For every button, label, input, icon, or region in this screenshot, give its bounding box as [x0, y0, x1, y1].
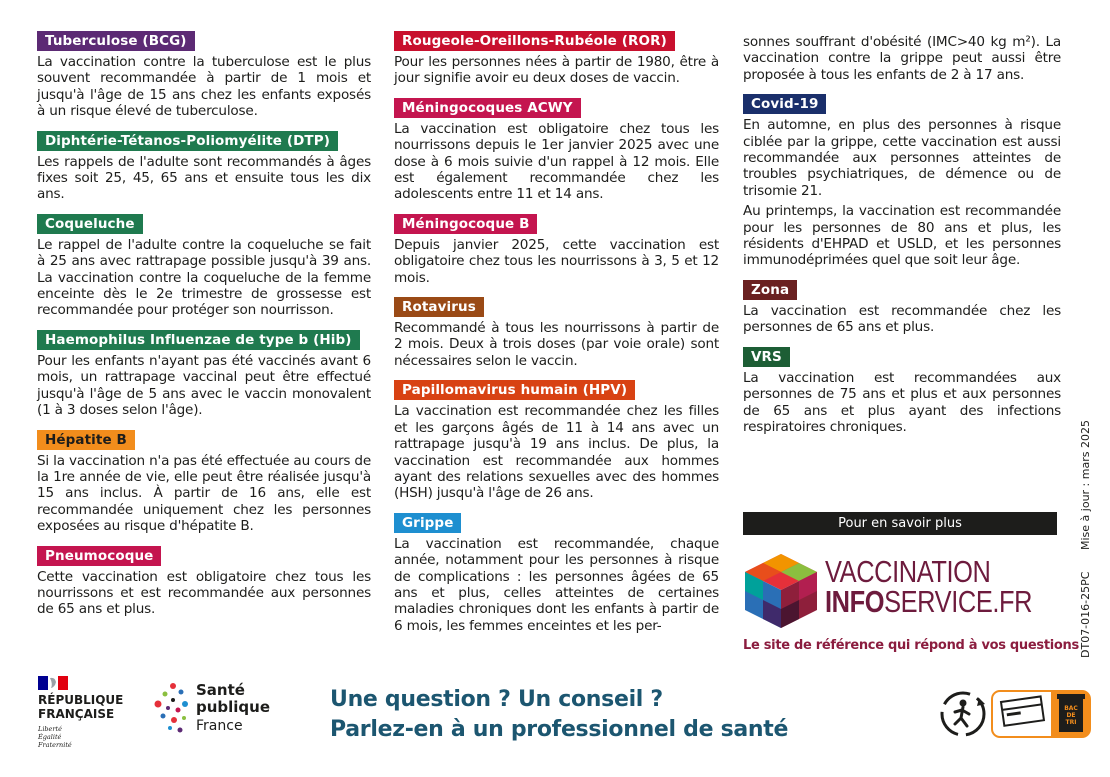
section-meningocoques-acwy: Méningocoques ACWY La vaccination est ob… [394, 97, 719, 203]
brand-tagline: Le site de référence qui répond à vos qu… [743, 638, 1079, 653]
rf-motto-1: Liberté [38, 725, 62, 733]
section-text: La vaccination est recommandée chez les … [394, 403, 719, 502]
sorting-bin-icon: BAC DE TRI [991, 690, 1091, 738]
section-zona: Zona La vaccination est recommandée chez… [743, 279, 1061, 336]
section-text: Pour les enfants n'ayant pas été vacciné… [37, 352, 371, 419]
marianne-flag-icon [38, 676, 68, 690]
section-title: Coqueluche [37, 213, 143, 234]
brand-line-2-bold: INFO [825, 584, 885, 619]
spf-line-3: France [196, 718, 243, 734]
section-title: Hépatite B [37, 429, 135, 450]
section-tuberculose: Tuberculose (BCG) La vaccination contre … [37, 30, 371, 120]
section-rotavirus: Rotavirus Recommandé à tous les nourriss… [394, 296, 719, 369]
brand-line-1: VACCINATION [825, 554, 991, 589]
rf-motto-3: Fraternité [38, 741, 72, 749]
section-meningocoque-b: Méningocoque B Depuis janvier 2025, cett… [394, 213, 719, 286]
section-text: sonnes souffrant d'obésité (IMC>40 kg m²… [743, 34, 1061, 83]
recycling-figure-icon [940, 691, 986, 737]
section-text: En automne, en plus des personnes à risq… [743, 117, 1061, 199]
section-title: Tuberculose (BCG) [37, 31, 195, 51]
section-hpv: Papillomavirus humain (HPV) La vaccinati… [394, 379, 719, 501]
spf-line-1: Santé [196, 681, 245, 699]
section-ror: Rougeole-Oreillons-Rubéole (ROR) Pour le… [394, 30, 719, 87]
rf-motto-2: Égalité [38, 733, 62, 741]
column-1: Tuberculose (BCG) La vaccination contre … [37, 30, 371, 628]
section-title: Grippe [394, 512, 462, 533]
section-text: Cette vaccination est obligatoire chez t… [37, 568, 371, 618]
svg-text:DE: DE [1066, 712, 1075, 719]
section-text: La vaccination est recommandée chez les … [743, 302, 1061, 336]
cube-logo-icon [745, 554, 817, 628]
dots-logo-icon [154, 683, 188, 733]
brand-line-2-rest: SERVICE.FR [884, 584, 1033, 619]
rf-motto: Liberté Égalité Fraternité [38, 725, 72, 749]
update-date: Mise à jour : mars 2025 [1079, 420, 1092, 550]
section-title: Haemophilus Influenzae de type b (Hib) [37, 329, 360, 350]
section-title: Papillomavirus humain (HPV) [394, 380, 636, 401]
section-text: La vaccination est obligatoire chez tous… [394, 120, 719, 203]
section-pneumocoque: Pneumocoque Cette vaccination est obliga… [37, 545, 371, 618]
column-2: Rougeole-Oreillons-Rubéole (ROR) Pour le… [394, 30, 719, 644]
section-text: La vaccination est recommandées aux pers… [743, 369, 1061, 435]
section-text: Si la vaccination n'a pas été effectuée … [37, 452, 371, 535]
side-info: Mise à jour : mars 2025 DT07-016-25PC [1070, 420, 1094, 660]
section-text: Le rappel de l'adulte contre la coqueluc… [37, 236, 371, 319]
section-title: Diphtérie-Tétanos-Poliomyélite (DTP) [37, 130, 338, 151]
section-text: Pour les personnes nées à partir de 1980… [394, 54, 719, 87]
vaccination-info-service-logo[interactable]: VACCINATION INFOSERVICE.FR [743, 552, 1058, 630]
triman-sorting-icon: BAC DE TRI [991, 690, 1091, 738]
section-title: Zona [743, 279, 798, 300]
section-text: La vaccination contre la tuberculose est… [37, 54, 371, 120]
section-title: Covid-19 [743, 94, 827, 115]
section-dtp: Diphtérie-Tétanos-Poliomyélite (DTP) Les… [37, 130, 371, 203]
section-title: Rougeole-Oreillons-Rubéole (ROR) [394, 31, 675, 51]
rf-line-1: RÉPUBLIQUE [38, 693, 124, 707]
spf-line-2: publique [196, 698, 271, 716]
more-info-bar[interactable]: Pour en savoir plus [743, 512, 1057, 535]
footer-question: Une question ? Un conseil ? Parlez-en à … [330, 685, 788, 745]
section-hib: Haemophilus Influenzae de type b (Hib) P… [37, 329, 371, 419]
section-title: Méningocoque B [394, 213, 538, 234]
sante-publique-france-logo: Santé publique France [152, 680, 282, 740]
section-title: VRS [743, 346, 790, 367]
section-covid-19: Covid-19 En automne, en plus des personn… [743, 93, 1061, 269]
section-hepatite-b: Hépatite B Si la vaccination n'a pas été… [37, 429, 371, 535]
section-vrs: VRS La vaccination est recommandées aux … [743, 346, 1061, 436]
footer-question-2: Parlez-en à un professionnel de santé [330, 717, 789, 742]
rf-line-2: FRANÇAISE [38, 707, 115, 721]
svg-text:TRI: TRI [1066, 719, 1077, 726]
section-coqueluche: Coqueluche Le rappel de l'adulte contre … [37, 213, 371, 319]
recycling-icon [939, 690, 987, 738]
footer-question-1: Une question ? Un conseil ? [330, 687, 663, 712]
section-text-2: Au printemps, la vaccination est recomma… [743, 203, 1061, 269]
section-text: Les rappels de l'adulte sont recommandés… [37, 153, 371, 203]
section-grippe: Grippe La vaccination est recommandée, c… [394, 512, 719, 634]
section-title: Méningocoques ACWY [394, 97, 581, 118]
section-title: Rotavirus [394, 297, 484, 318]
republique-francaise-logo: RÉPUBLIQUE FRANÇAISE Liberté Égalité Fra… [38, 676, 138, 756]
brand-line-2: INFOSERVICE.FR [825, 586, 1032, 618]
rf-title: RÉPUBLIQUE FRANÇAISE [38, 693, 123, 721]
triman-label: BAC [1064, 705, 1078, 712]
section-grippe-continued: sonnes souffrant d'obésité (IMC>40 kg m²… [743, 34, 1061, 83]
section-text: Depuis janvier 2025, cette vaccination e… [394, 236, 719, 286]
document-reference: DT07-016-25PC [1079, 571, 1092, 658]
section-title: Pneumocoque [37, 545, 162, 566]
column-3: sonnes souffrant d'obésité (IMC>40 kg m²… [743, 34, 1061, 445]
section-text: La vaccination est recommandée, chaque a… [394, 535, 719, 634]
section-text: Recommandé à tous les nourrissons à part… [394, 320, 719, 369]
